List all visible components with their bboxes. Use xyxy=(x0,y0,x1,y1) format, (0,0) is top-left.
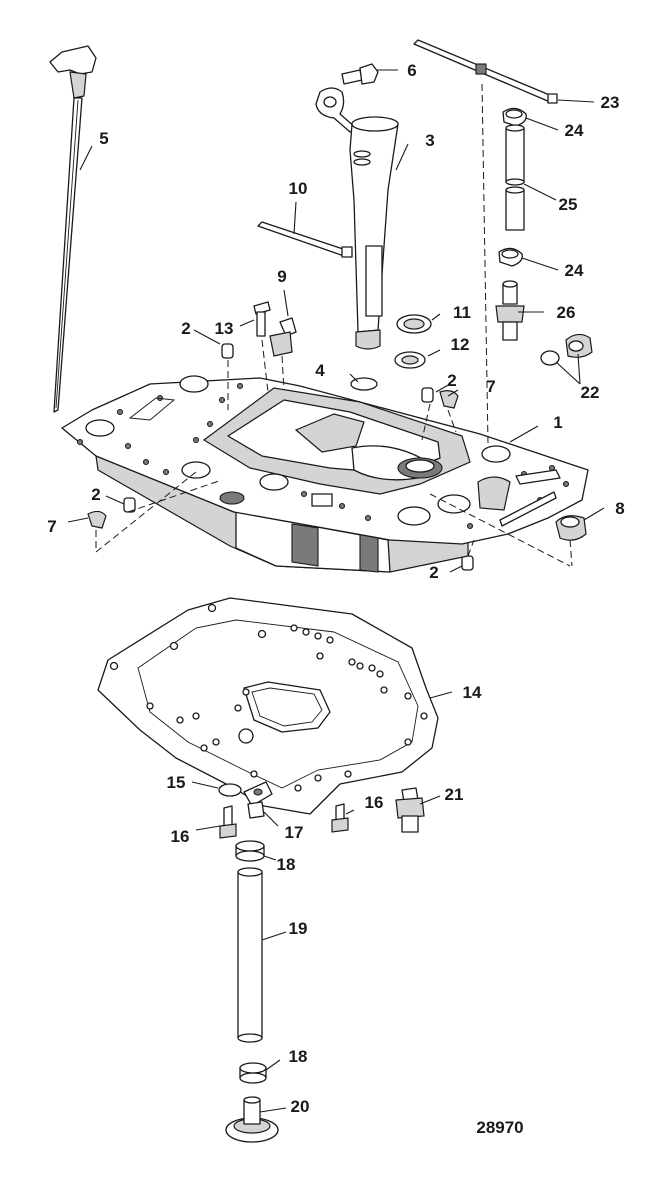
assembly-lines xyxy=(95,83,573,567)
callout-20: 20 xyxy=(291,1097,310,1116)
seal-11 xyxy=(396,314,432,334)
screw-16-right xyxy=(331,803,349,833)
grommet-12 xyxy=(394,351,426,369)
o-ring-4 xyxy=(350,377,378,391)
callout-15: 15 xyxy=(167,773,186,792)
cable-tie-top xyxy=(413,39,558,104)
callout-2: 2 xyxy=(429,563,438,582)
adapter-plate xyxy=(61,375,589,573)
callout-13: 13 xyxy=(215,319,234,338)
callout-16: 16 xyxy=(365,793,384,812)
hose-fitting xyxy=(495,280,525,341)
callout-24: 24 xyxy=(565,261,584,280)
callout-2: 2 xyxy=(181,319,190,338)
screw-16-left xyxy=(219,805,237,839)
callout-18: 18 xyxy=(277,855,296,874)
callout-4: 4 xyxy=(315,361,325,380)
callout-11: 11 xyxy=(453,303,471,322)
plug xyxy=(87,510,107,529)
callout-21: 21 xyxy=(445,785,464,804)
callout-2: 2 xyxy=(447,371,456,390)
grommet-20 xyxy=(225,1096,279,1143)
gasket xyxy=(97,597,439,815)
callout-1: 1 xyxy=(553,413,562,432)
o-ring-15 xyxy=(218,783,242,797)
callout-18: 18 xyxy=(289,1047,308,1066)
callout-16: 16 xyxy=(171,827,190,846)
callouts: 1 2 2 2 2 3 4 5 6 7 7 8 9 10 11 12 13 14… xyxy=(47,61,624,1116)
callout-10: 10 xyxy=(289,179,308,198)
dowel-pin xyxy=(461,555,474,571)
callout-7: 7 xyxy=(486,377,495,396)
callout-8: 8 xyxy=(615,499,624,518)
callout-3: 3 xyxy=(425,131,434,150)
callout-24: 24 xyxy=(565,121,584,140)
hose-clamp-lower xyxy=(498,247,523,267)
screw-13 xyxy=(253,301,271,337)
callout-7: 7 xyxy=(47,517,56,536)
callout-6: 6 xyxy=(407,61,416,80)
seal-18-lower xyxy=(239,1062,267,1084)
dowel-pin xyxy=(221,343,234,359)
hose-clamp-upper xyxy=(502,107,527,127)
dipstick-tube xyxy=(315,87,399,350)
callout-5: 5 xyxy=(99,129,108,148)
plug-8 xyxy=(555,515,587,541)
dipstick xyxy=(49,45,97,413)
callout-9: 9 xyxy=(277,267,286,286)
callout-26: 26 xyxy=(557,303,576,322)
drain-plug-and-oring xyxy=(540,333,593,366)
callout-14: 14 xyxy=(463,683,482,702)
callout-23: 23 xyxy=(601,93,620,112)
seal-18-upper xyxy=(235,840,265,862)
dowel-pin xyxy=(421,387,434,403)
bolt xyxy=(341,63,379,85)
callout-19: 19 xyxy=(289,919,308,938)
callout-25: 25 xyxy=(559,195,578,214)
plug xyxy=(439,390,459,409)
water-tube xyxy=(237,867,263,1043)
hose-upper xyxy=(505,124,525,231)
callout-22: 22 xyxy=(581,383,600,402)
tube-holder xyxy=(243,781,273,819)
leader-lines xyxy=(67,69,605,1113)
document-number: 28970 xyxy=(476,1118,523,1137)
callout-2: 2 xyxy=(91,485,100,504)
gasket-holes xyxy=(109,603,428,792)
fitting-21 xyxy=(395,787,425,833)
fitting-9 xyxy=(269,317,297,357)
cable-tie xyxy=(257,221,353,258)
callout-12: 12 xyxy=(451,335,470,354)
callout-17: 17 xyxy=(285,823,304,842)
